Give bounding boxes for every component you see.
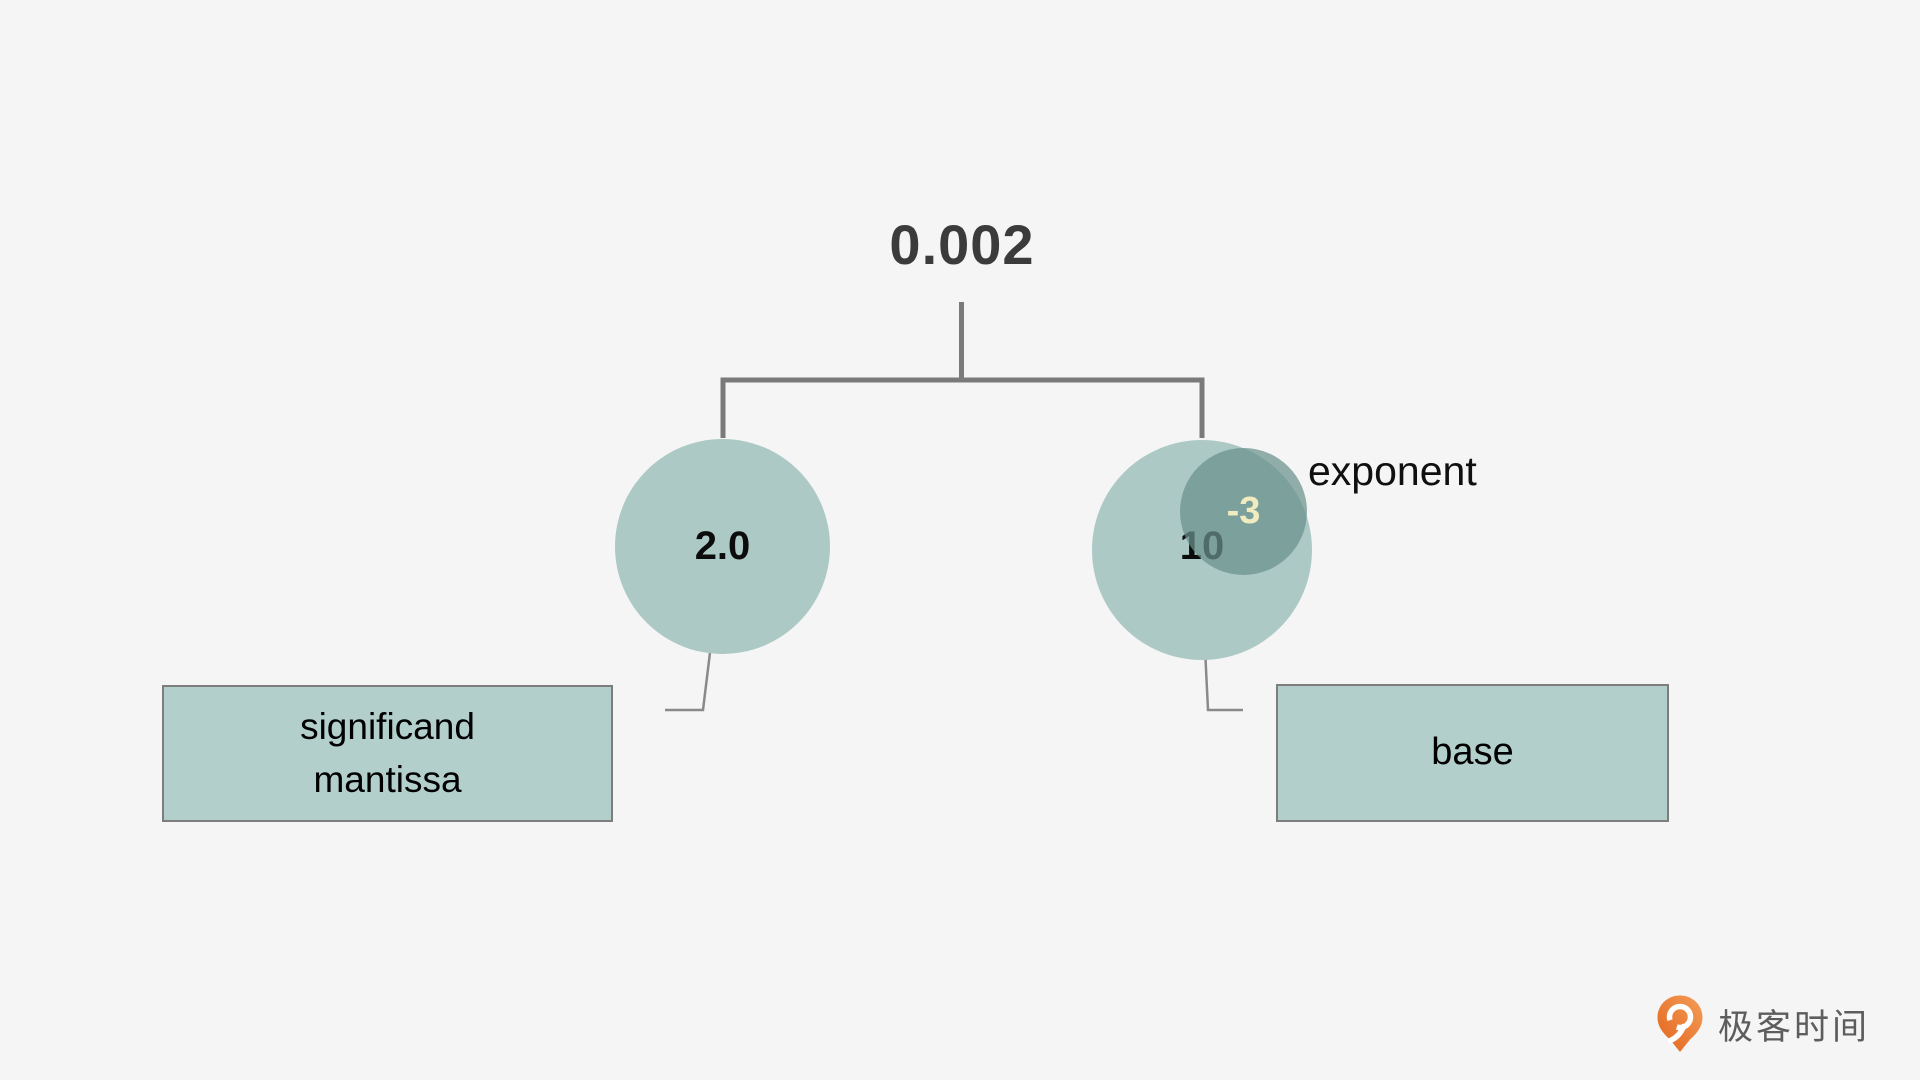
significand-circle: 2.0 bbox=[615, 439, 830, 654]
significand-mantissa-box: significand mantissa bbox=[162, 685, 613, 822]
geektime-logo-text: 极客时间 bbox=[1718, 1007, 1871, 1047]
base-box-label: base bbox=[1431, 731, 1514, 774]
significand-value: 2.0 bbox=[694, 524, 751, 568]
exponent-circle: -3 bbox=[1180, 448, 1307, 575]
tree-bracket bbox=[720, 377, 1205, 438]
geektime-logo: 极客时间 bbox=[1656, 994, 1870, 1054]
base-box: base bbox=[1276, 684, 1669, 822]
exponent-label: exponent bbox=[1308, 448, 1477, 494]
significand-box-line1: significand bbox=[300, 705, 475, 747]
significand-box-line2: mantissa bbox=[313, 758, 462, 800]
exponent-value: -3 bbox=[1226, 490, 1261, 532]
geektime-pin-icon bbox=[1657, 995, 1703, 1052]
root-value: 0.002 bbox=[889, 213, 1035, 276]
